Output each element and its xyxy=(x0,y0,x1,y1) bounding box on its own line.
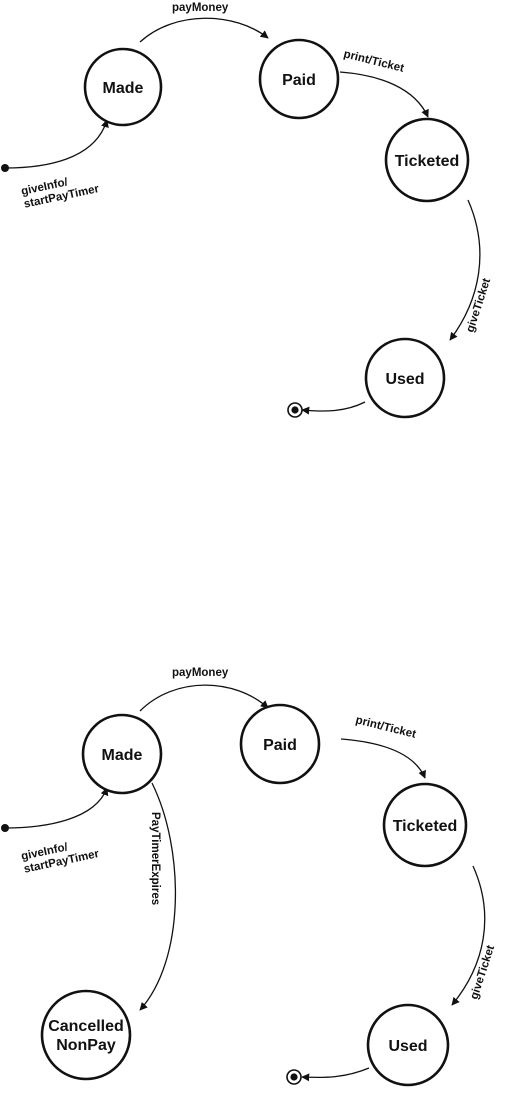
d1-label-give: giveTicket xyxy=(464,277,493,334)
d1-state-made xyxy=(83,47,163,127)
d1-transition-final xyxy=(301,401,366,415)
d2-initial-state xyxy=(1,824,9,832)
d1-initial-transition xyxy=(4,119,109,169)
d2-label-expires: PayTimerExpires xyxy=(149,812,161,905)
d2-transition-print xyxy=(340,738,426,779)
d2-state-cancelled-label-1: Cancelled xyxy=(48,1018,124,1035)
d2-transition-final xyxy=(301,1067,370,1082)
d2-state-used xyxy=(366,1003,450,1087)
d2-transition-pay xyxy=(139,684,269,712)
d2-state-cancelled-label-2: NonPay xyxy=(56,1037,116,1054)
d1-state-ticketed xyxy=(384,117,470,203)
d1-label-initial: giveInfo/ startPayTimer xyxy=(20,176,101,210)
d1-transition-give xyxy=(449,199,481,341)
d1-initial-state xyxy=(1,164,9,172)
d2-state-ticketed-label: Ticketed xyxy=(393,818,458,835)
d1-state-used xyxy=(364,337,446,419)
d2-transition-expires xyxy=(139,782,177,1011)
d2-state-paid-label: Paid xyxy=(263,737,297,754)
d2-state-paid xyxy=(239,703,321,785)
d1-transition-pay xyxy=(139,17,269,43)
d1-state-used-label: Used xyxy=(385,371,424,388)
d2-label-print: print/Ticket xyxy=(354,714,417,741)
d1-state-paid-label: Paid xyxy=(282,72,316,89)
d2-state-made xyxy=(81,713,163,795)
d1-transition-print xyxy=(339,71,429,118)
d1-label-pay: payMoney xyxy=(172,2,229,14)
d2-state-cancelled xyxy=(40,989,132,1081)
d1-label-print: print/Ticket xyxy=(342,48,405,75)
diagram-1: Made Paid Ticketed Used payMoney print/T… xyxy=(1,2,493,419)
d1-state-ticketed-label: Ticketed xyxy=(395,153,460,170)
d2-state-used-label: Used xyxy=(388,1038,427,1055)
d1-state-paid xyxy=(258,38,340,120)
d2-label-pay: payMoney xyxy=(172,667,229,679)
d2-label-initial: giveInfo/ startPayTimer xyxy=(20,841,101,875)
d2-transition-give xyxy=(451,865,486,1006)
d1-state-made-label: Made xyxy=(103,80,144,97)
diagram-2: Made Paid Ticketed Used Cancelled NonPay… xyxy=(1,667,497,1087)
d2-initial-transition xyxy=(4,787,109,829)
d2-state-ticketed xyxy=(382,782,468,868)
d2-state-made-label: Made xyxy=(102,747,143,764)
